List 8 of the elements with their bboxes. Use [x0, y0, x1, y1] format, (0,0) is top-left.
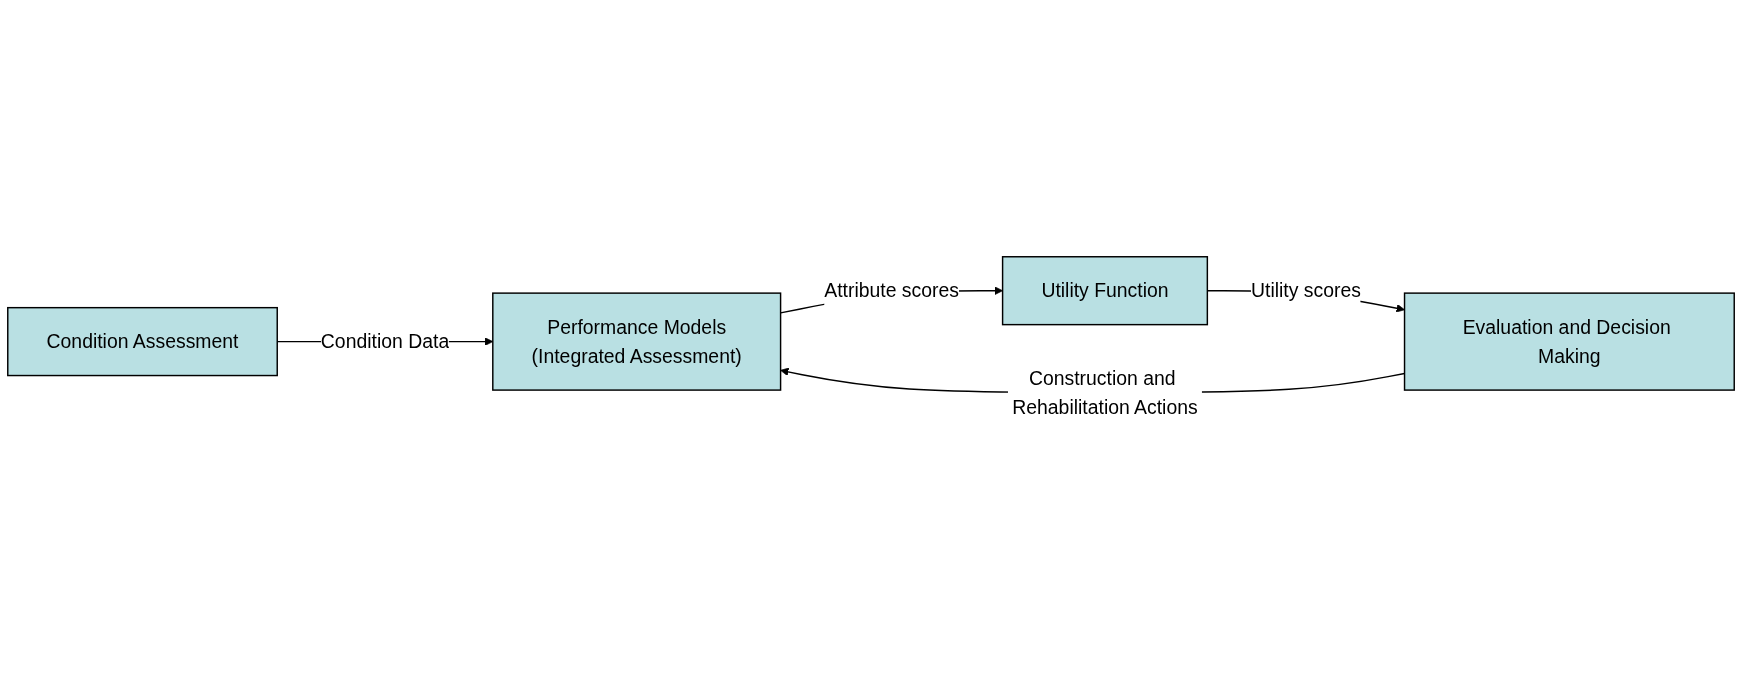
- edge-label: Construction and Rehabilitation Actions: [1012, 367, 1198, 418]
- node-box: Evaluation and Decision Making: [1403, 292, 1735, 391]
- node-box: Condition Assessment: [7, 306, 278, 377]
- edge-label: Attribute scores: [824, 279, 959, 302]
- node-box: Performance Models (Integrated Assessment): [492, 292, 782, 391]
- edge-label: Condition Data: [320, 330, 450, 353]
- edge-label: Utility scores: [1250, 279, 1361, 302]
- node-box: Utility Function: [1001, 255, 1209, 326]
